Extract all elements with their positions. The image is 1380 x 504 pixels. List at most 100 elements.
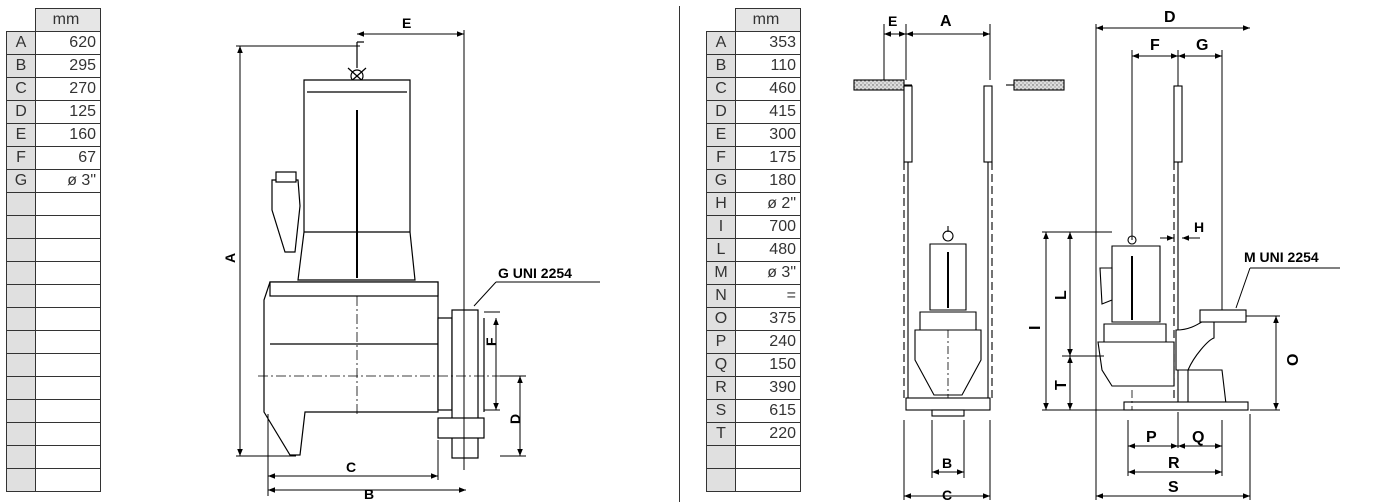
left-table-dimension-key: G [6, 169, 36, 193]
drawing2-label-c: C [942, 487, 952, 503]
drawing1-label-c: C [346, 459, 356, 475]
left-table-row [6, 238, 101, 262]
drawing3-label-f: F [1150, 37, 1160, 54]
drawing1-label-f: F [483, 337, 499, 346]
flange-callout-m: M UNI 2254 [1244, 249, 1319, 265]
drawing2-label-e: E [888, 13, 897, 29]
left-table-dimension-key [6, 192, 36, 216]
right-table-dimension-value: ø 3" [735, 261, 801, 285]
left-table-dimension-value [35, 192, 101, 216]
left-table-row [6, 422, 101, 446]
right-table-header-row: mm [706, 8, 801, 32]
right-table-dimension-value: 180 [735, 169, 801, 193]
drawing1-label-b: B [364, 486, 374, 502]
right-table-dimension-key: O [706, 307, 736, 331]
left-table-dimension-value: 160 [35, 123, 101, 147]
right-table-unit-header: mm [735, 8, 801, 32]
left-table-dimension-value: 270 [35, 77, 101, 101]
right-table-dimension-key: T [706, 422, 736, 446]
drawing3-label-q: Q [1192, 429, 1204, 446]
right-table-dimension-value: 460 [735, 77, 801, 101]
left-table-dimension-key [6, 376, 36, 400]
flange-callout-g: G UNI 2254 [498, 265, 572, 281]
left-table-row [6, 376, 101, 400]
left-table-dimension-key [6, 215, 36, 239]
left-table-row [6, 468, 101, 492]
right-table-dimension-key: S [706, 399, 736, 423]
left-table-dimension-value: 295 [35, 54, 101, 78]
right-table-dimension-key: N [706, 284, 736, 308]
drawing3-label-p: P [1146, 429, 1157, 446]
drawing1-label-e: E [402, 15, 411, 31]
right-table-dimension-value: 300 [735, 123, 801, 147]
right-table-dimension-value: 240 [735, 330, 801, 354]
left-table-dimension-value: 125 [35, 100, 101, 124]
right-table-dimension-value: 615 [735, 399, 801, 423]
left-table-dimension-value [35, 399, 101, 423]
left-table-header-row: mm [6, 8, 101, 32]
drawing3-label-d: D [1164, 9, 1176, 26]
left-table-dimension-value [35, 376, 101, 400]
pump-side-view [258, 41, 520, 459]
right-table-dimension-key: P [706, 330, 736, 354]
right-table-dimension-value: 353 [735, 31, 801, 55]
drawing2-label-b: B [942, 455, 952, 471]
left-table-unit-header: mm [35, 8, 101, 32]
left-table-dimension-key: C [6, 77, 36, 101]
right-table-dimension-value: 175 [735, 146, 801, 170]
right-table-dimension-key [706, 468, 736, 492]
guide-rail-dimensions [883, 24, 991, 500]
left-table-dimension-key [6, 468, 36, 492]
left-table-dimension-key: B [6, 54, 36, 78]
drawing1-label-a: A [222, 253, 238, 263]
drawing3-label-s: S [1168, 479, 1179, 496]
drawing3-label-r: R [1168, 455, 1180, 472]
right-table-dimension-key: D [706, 100, 736, 124]
right-table-dimension-key: E [706, 123, 736, 147]
left-table-dimension-value: 67 [35, 146, 101, 170]
right-table-row: N= [706, 284, 801, 308]
right-table-dimension-key [706, 445, 736, 469]
guide-rail-front-view [853, 79, 1065, 417]
drawing3-label-h: H [1194, 219, 1204, 235]
right-table-dimension-key: F [706, 146, 736, 170]
left-table-dimension-key: A [6, 31, 36, 55]
right-table-dimension-value: = [735, 284, 801, 308]
left-table-row [6, 399, 101, 423]
pump-side-dimensions [236, 30, 600, 496]
right-table-dimension-key: I [706, 215, 736, 239]
drawing3-label-g: G [1196, 37, 1208, 54]
right-table-dimension-value: 110 [735, 54, 801, 78]
right-table-dimension-value: 480 [735, 238, 801, 262]
left-table-dimension-key [6, 353, 36, 377]
drawing1-label-d: D [507, 414, 523, 424]
left-table-dimension-key: F [6, 146, 36, 170]
left-table-dimension-value [35, 468, 101, 492]
right-table-dimension-key: H [706, 192, 736, 216]
installation-dimensions [1042, 24, 1340, 500]
left-table-row [6, 307, 101, 331]
panel-divider [679, 6, 680, 502]
right-table-dimension-value: 375 [735, 307, 801, 331]
right-table-corner-cell [706, 8, 736, 32]
